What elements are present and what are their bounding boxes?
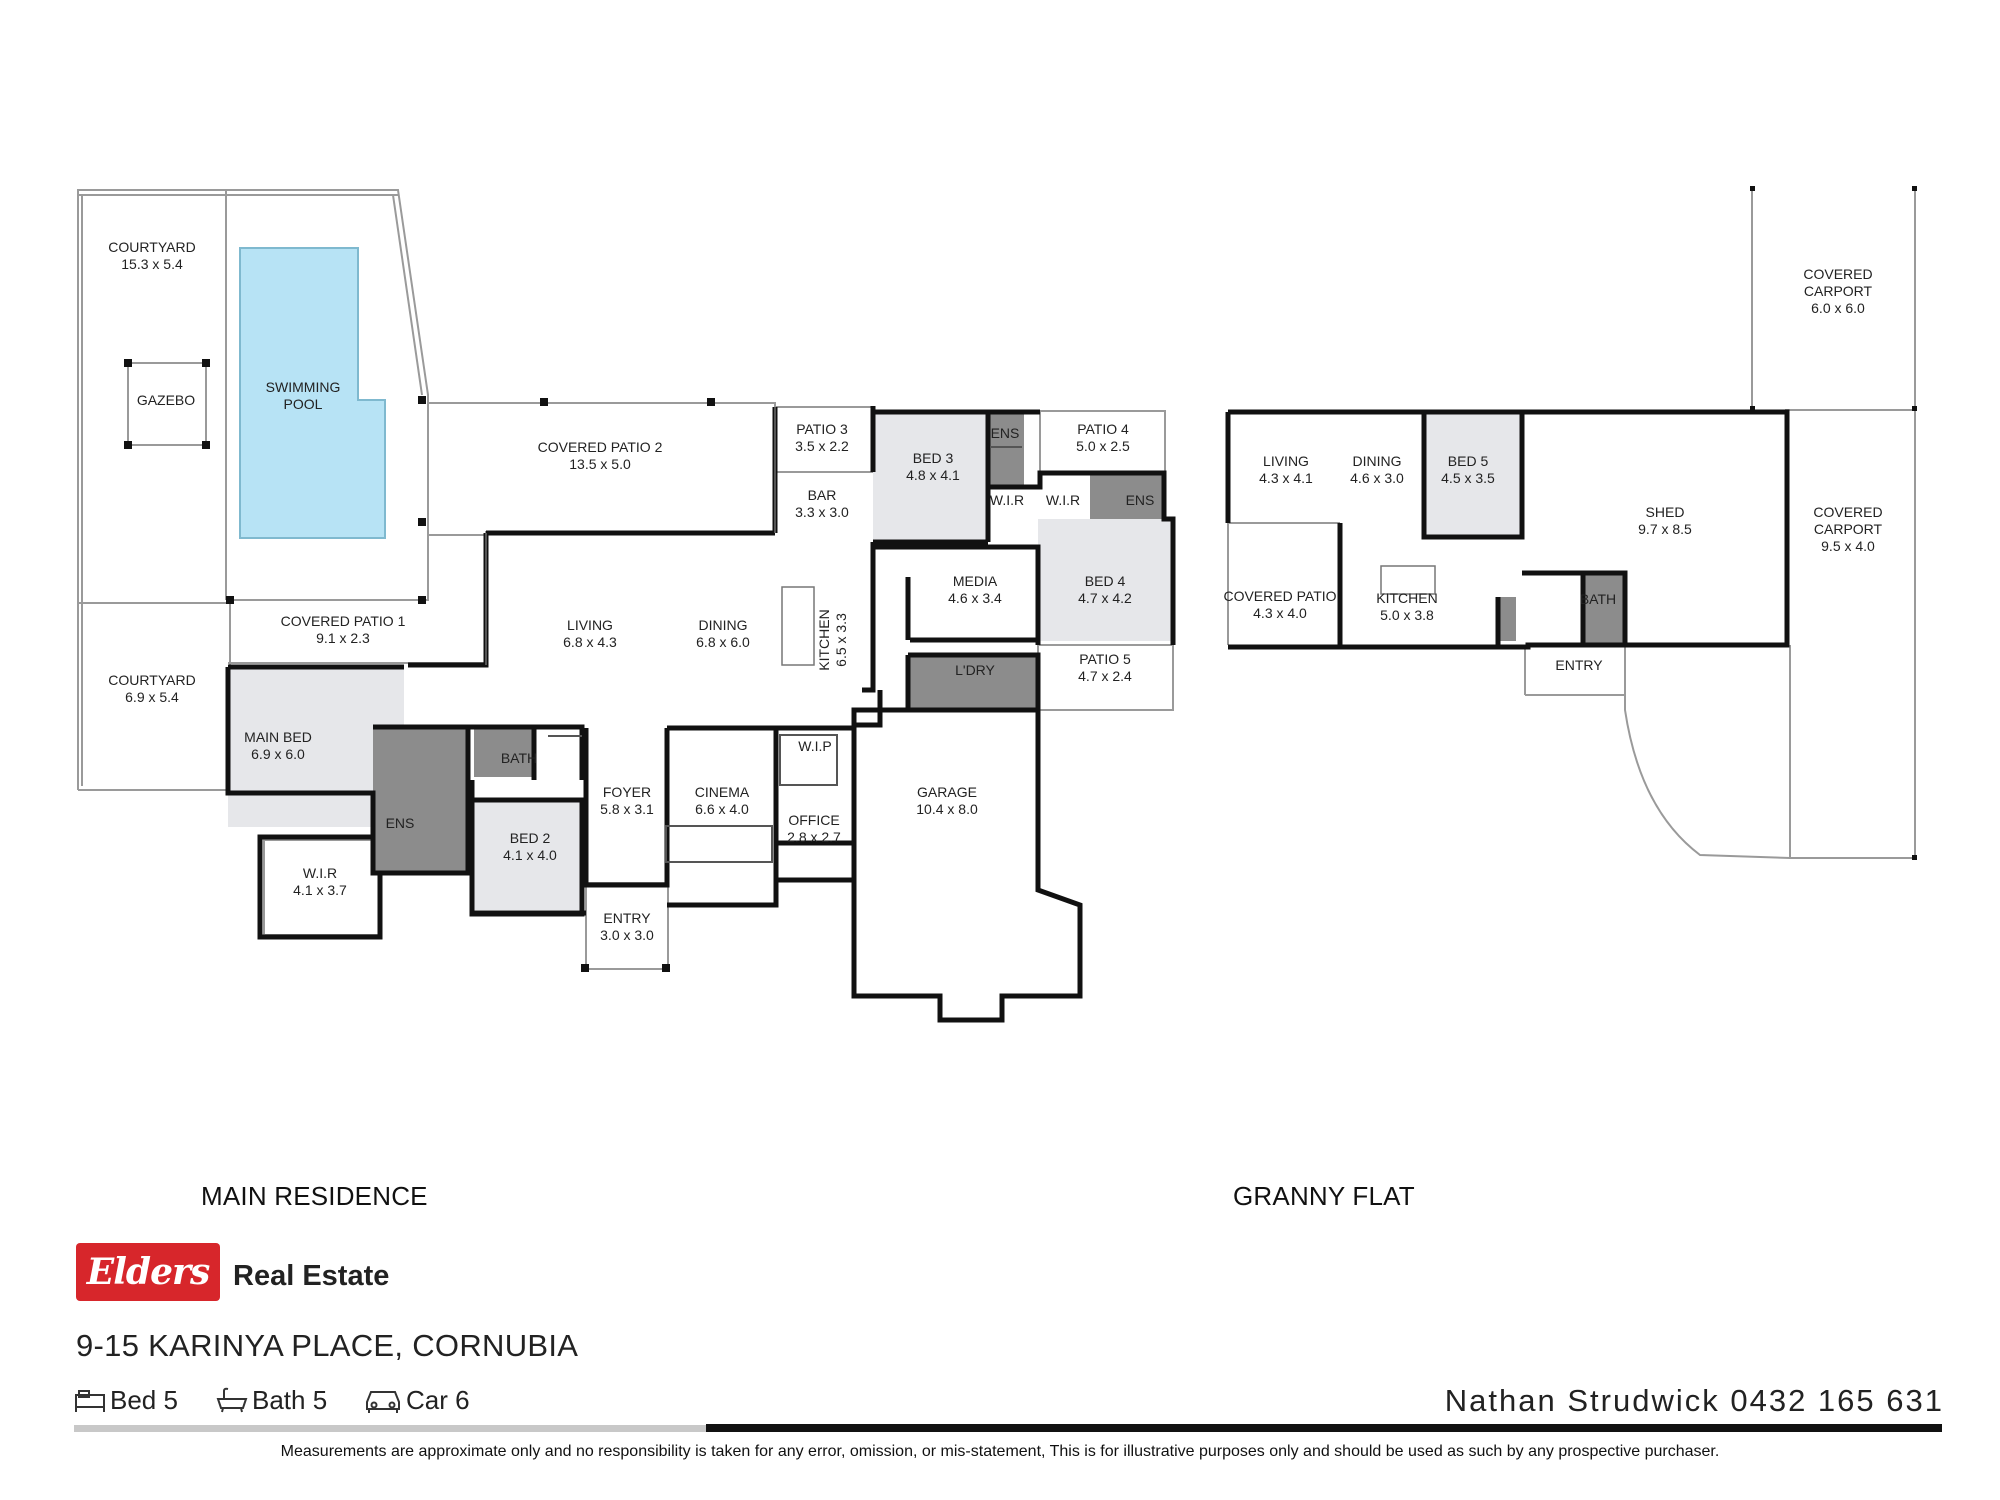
room-label-laundry: L'DRY	[955, 662, 995, 678]
bath-icon	[216, 1387, 248, 1413]
bed-icon	[75, 1390, 105, 1412]
room-label-wir-bed3: W.I.R	[990, 492, 1024, 508]
room-label-wir-bed4: W.I.R	[1046, 492, 1080, 508]
room-label-gf-bath: BATH	[1580, 591, 1616, 607]
room-label-bath: BATH	[501, 750, 537, 766]
property-address: 9-15 KARINYA PLACE, CORNUBIA	[76, 1328, 579, 1363]
elders-logo: Elders	[76, 1243, 220, 1301]
bath-count: Bath 5	[216, 1383, 327, 1417]
room-label-ens-bed3: ENS	[991, 425, 1020, 441]
gf-kitchen-island	[781, 565, 1436, 666]
car-icon	[366, 1391, 400, 1413]
granny-flat-caption: GRANNY FLAT	[1233, 1181, 1415, 1211]
logo-text: Elders	[86, 1251, 210, 1293]
footer-rule-black	[706, 1424, 1942, 1432]
room-label-ens-bed4: ENS	[1126, 492, 1155, 508]
room-label-gf-entry: ENTRY	[1555, 657, 1603, 673]
gf-room-fills	[1424, 413, 1625, 643]
car-count-label: Car 6	[406, 1384, 470, 1415]
swimming-pool-shape	[239, 247, 386, 539]
agent-contact: Nathan Strudwick 0432 165 631	[1444, 1383, 1944, 1418]
room-label-ens-main: ENS	[386, 815, 415, 831]
car-count: Car 6	[364, 1383, 470, 1417]
bed-count: Bed 5	[74, 1383, 178, 1417]
posts	[124, 359, 715, 972]
bed-count-label: Bed 5	[110, 1384, 178, 1415]
outdoor-areas	[77, 189, 1174, 970]
walls-main	[225, 406, 1176, 1023]
room-fills	[228, 411, 1173, 910]
walls-granny-flat	[1225, 409, 1790, 650]
room-label-gazebo: GAZEBO	[137, 392, 195, 408]
disclaimer: Measurements are approximate only and no…	[280, 1443, 1720, 1460]
bath-count-label: Bath 5	[252, 1384, 328, 1415]
room-label-wip: W.I.P	[798, 738, 831, 754]
gf-posts	[1750, 186, 1917, 860]
brand-name: Real Estate	[233, 1260, 390, 1292]
walls-thin	[485, 407, 1022, 863]
room-label-kitchen: KITCHEN6.5 x 3.3	[816, 609, 849, 670]
main-residence-caption: MAIN RESIDENCE	[201, 1181, 428, 1211]
footer-rule-grey	[74, 1425, 706, 1432]
